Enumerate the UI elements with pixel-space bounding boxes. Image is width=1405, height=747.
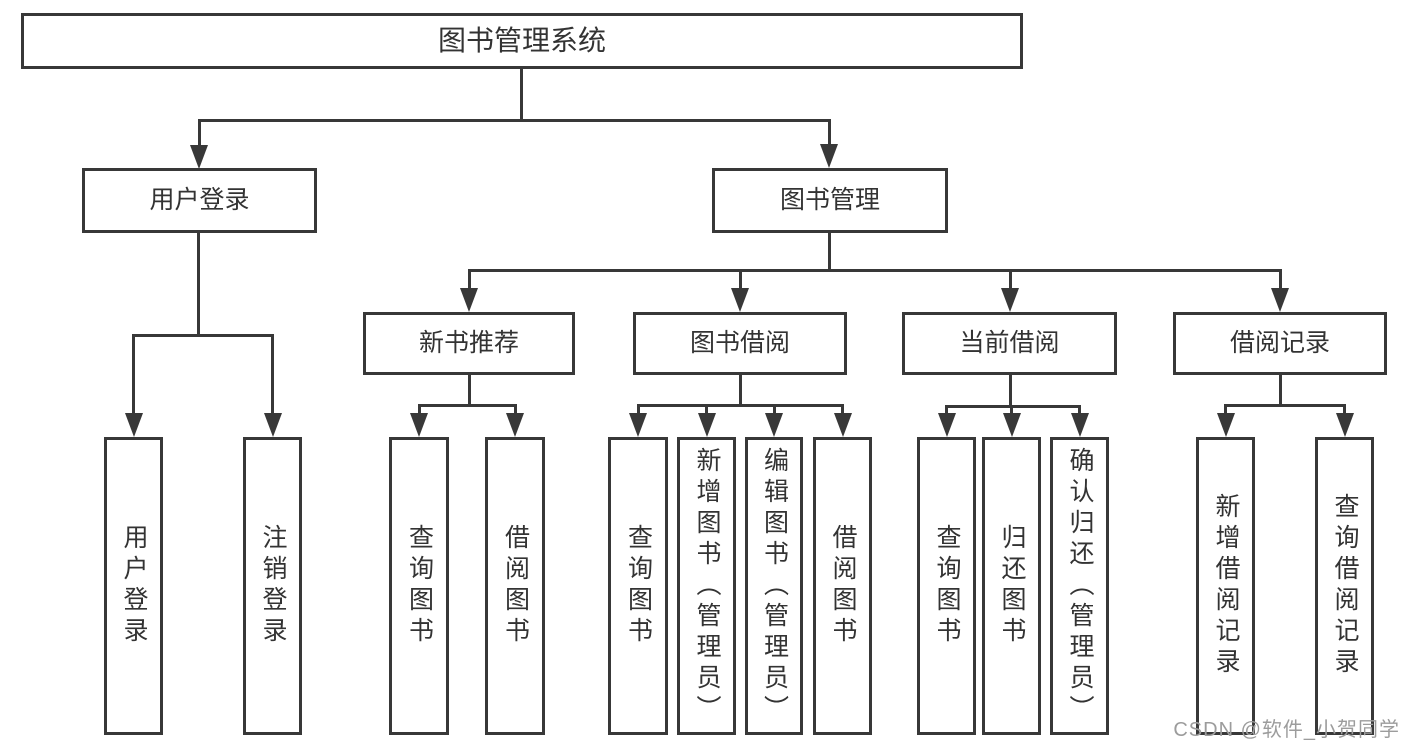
connector-line: [636, 405, 640, 413]
node-borrowing-records: 借阅记录: [1173, 312, 1387, 375]
arrow-down-icon: [697, 413, 716, 437]
node-leaf-return-book: 归还图书: [982, 437, 1041, 735]
arrow-down-icon: [1335, 413, 1354, 437]
node-leaf-borrow-book-recommend: 借阅图书: [485, 437, 545, 735]
node-leaf-query-book-borrowing: 查询图书: [608, 437, 668, 735]
arrow-down-icon: [1001, 288, 1019, 312]
arrow-down-icon: [820, 144, 838, 168]
connector-line: [271, 335, 274, 413]
node-label: 用户登录: [149, 186, 250, 214]
node-book-management: 图书管理: [712, 168, 948, 233]
connector-line: [636, 403, 844, 407]
arrow-down-icon: [506, 413, 524, 437]
node-label: 新增图书（管理员）: [693, 446, 721, 726]
connector-line: [513, 405, 517, 413]
connector-line: [1224, 403, 1346, 407]
node-user-login: 用户登录: [82, 168, 317, 233]
arrow-down-icon: [460, 288, 478, 312]
node-label: 新书推荐: [418, 329, 519, 357]
node-label: 图书管理系统: [437, 25, 606, 56]
connector-line: [1278, 375, 1282, 407]
arrow-down-icon: [124, 413, 143, 437]
connector-line: [1224, 405, 1227, 413]
arrow-down-icon: [629, 413, 647, 437]
node-label: 注销登录: [259, 524, 287, 648]
node-leaf-query-book-current: 查询图书: [917, 437, 976, 735]
node-leaf-query-book-recommend: 查询图书: [389, 437, 449, 735]
node-leaf-add-book-admin: 新增图书（管理员）: [677, 437, 736, 735]
connector-line: [827, 233, 831, 272]
connector-line: [197, 120, 201, 145]
connector-line: [467, 268, 1282, 272]
arrow-down-icon: [1216, 413, 1235, 437]
connector-line: [417, 403, 517, 407]
connector-line: [772, 405, 776, 413]
connector-line: [827, 120, 831, 144]
arrow-down-icon: [1271, 288, 1289, 312]
connector-line: [197, 118, 831, 122]
arrow-down-icon: [190, 145, 208, 169]
arrow-down-icon: [765, 413, 783, 437]
node-label: 归还图书: [998, 524, 1026, 648]
connector-line: [132, 333, 274, 337]
connector-line: [132, 335, 135, 413]
arrow-down-icon: [410, 413, 428, 437]
connector-line: [1278, 270, 1282, 288]
connector-line: [196, 233, 200, 337]
node-leaf-query-borrow-record: 查询借阅记录: [1315, 437, 1374, 735]
node-label: 借阅记录: [1229, 329, 1330, 357]
connector-line: [945, 404, 1081, 408]
node-label: 编辑图书（管理员）: [760, 446, 789, 726]
node-label: 查询图书: [933, 524, 961, 648]
connector-line: [1008, 375, 1012, 408]
arrow-down-icon: [937, 413, 956, 437]
node-label: 当前借阅: [959, 329, 1060, 357]
connector-line: [945, 406, 948, 413]
node-library-system: 图书管理系统: [21, 13, 1023, 69]
node-leaf-add-borrow-record: 新增借阅记录: [1196, 437, 1255, 735]
node-label: 用户登录: [120, 524, 148, 648]
arrow-down-icon: [263, 413, 282, 437]
arrow-down-icon: [1002, 413, 1021, 437]
node-label: 图书借阅: [689, 329, 790, 357]
node-leaf-logout: 注销登录: [243, 437, 302, 735]
connector-line: [738, 270, 742, 288]
connector-line: [1343, 405, 1346, 413]
connector-line: [467, 270, 471, 288]
node-label: 查询图书: [624, 524, 653, 648]
connector-line: [519, 69, 523, 122]
connector-line: [417, 405, 421, 413]
node-label: 确认归还（管理员）: [1066, 446, 1094, 726]
node-label: 查询借阅记录: [1331, 493, 1359, 679]
node-label: 图书管理: [779, 186, 880, 214]
node-leaf-confirm-return-admin: 确认归还（管理员）: [1050, 437, 1109, 735]
arrow-down-icon: [833, 413, 852, 437]
connector-line: [738, 375, 742, 407]
connector-line: [705, 405, 708, 413]
connector-line: [1078, 406, 1081, 413]
node-label: 借阅图书: [829, 524, 857, 648]
node-new-book-recommend: 新书推荐: [363, 312, 575, 375]
node-current-borrowing: 当前借阅: [902, 312, 1117, 375]
node-label: 新增借阅记录: [1212, 493, 1240, 679]
node-leaf-edit-book-admin: 编辑图书（管理员）: [745, 437, 803, 735]
arrow-down-icon: [1070, 413, 1089, 437]
node-leaf-borrow-book: 借阅图书: [813, 437, 872, 735]
connector-line: [467, 375, 471, 407]
node-book-borrowing: 图书借阅: [633, 312, 847, 375]
node-label: 借阅图书: [501, 524, 530, 648]
node-leaf-user-login: 用户登录: [104, 437, 163, 735]
node-label: 查询图书: [405, 524, 434, 648]
arrow-down-icon: [731, 288, 749, 312]
connector-line: [1008, 270, 1012, 288]
connector-line: [1010, 406, 1013, 413]
connector-line: [841, 405, 844, 413]
